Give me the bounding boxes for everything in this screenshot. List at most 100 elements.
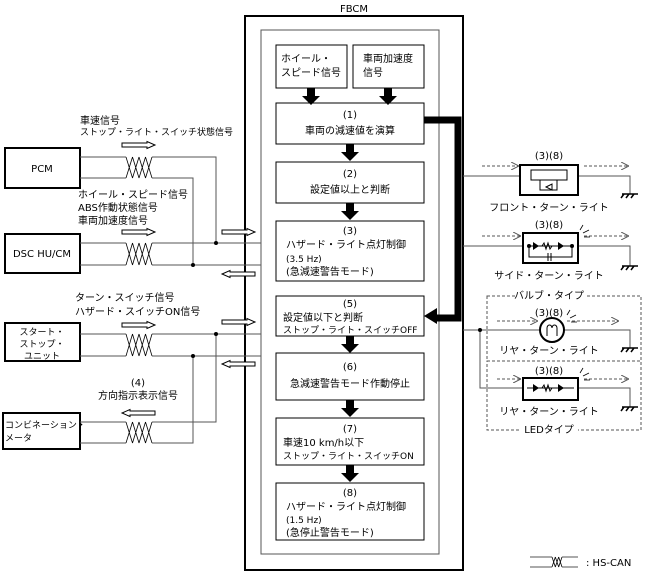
- svg-text:(急減速警告モード): (急減速警告モード): [286, 265, 374, 278]
- svg-text:リヤ・ターン・ライト: リヤ・ターン・ライト: [499, 406, 599, 418]
- signal-label: ABS作動状態信号: [78, 201, 158, 214]
- svg-text:サイド・ターン・ライト: サイド・ターン・ライト: [494, 270, 604, 282]
- svg-text:(3)(8): (3)(8): [535, 151, 563, 162]
- arrow-right-icon: [121, 320, 157, 330]
- svg-text:(1.5 Hz): (1.5 Hz): [286, 516, 322, 526]
- signal-flow-dashed-arrows: [482, 166, 628, 379]
- arrow-head: [424, 308, 437, 324]
- svg-text:ハザード・ライト点灯制御: ハザード・ライト点灯制御: [286, 238, 406, 251]
- step-1: (1) 車両の減速値を演算: [275, 102, 425, 145]
- svg-text:PCM: PCM: [31, 164, 53, 175]
- svg-text:スピード信号: スピード信号: [281, 67, 341, 79]
- svg-text:(6): (6): [343, 362, 357, 373]
- step-7: (7) 車速10 km/h以下 ストップ・ライト・スイッチON: [275, 417, 425, 466]
- svg-text:コンビネーション・: コンビネーション・: [5, 420, 86, 431]
- front-turn-light: (3)(8) フロント・ターン・ライト: [463, 151, 631, 214]
- light-glow-icon: [579, 367, 590, 381]
- dsc-module: DSC HU/CM: [4, 233, 81, 274]
- flow-arrow: [341, 400, 359, 417]
- rear-turn-light-bulb: バルブ・タイプ (3)(8) リヤ・ターン・ライト: [463, 289, 631, 357]
- svg-text:メータ: メータ: [5, 433, 32, 444]
- flow-arrow: [379, 88, 397, 105]
- arrow-right-icon: [221, 227, 257, 237]
- step-3: (3) ハザード・ライト点灯制御 (3.5 Hz) (急減速警告モード): [275, 220, 425, 282]
- step1-to-step5-connector: [424, 116, 462, 322]
- ground-icon: [620, 265, 638, 271]
- flow-arrow: [341, 144, 359, 161]
- svg-text:DSC HU/CM: DSC HU/CM: [13, 249, 71, 260]
- ground-icons: [620, 193, 638, 412]
- svg-text:急減速警告モード作動停止: 急減速警告モード作動停止: [290, 377, 410, 390]
- svg-text:設定値以上と判断: 設定値以上と判断: [310, 183, 390, 196]
- svg-text:フロント・ターン・ライト: フロント・ターン・ライト: [489, 202, 609, 214]
- svg-text:設定値以下と判断: 設定値以下と判断: [283, 311, 363, 324]
- svg-text:スタート・: スタート・: [19, 327, 64, 338]
- signal-label: ハザード・スイッチON信号: [75, 306, 200, 318]
- signal-label: 車速信号: [80, 114, 120, 127]
- svg-text:ストップ・: ストップ・: [19, 339, 64, 350]
- svg-text:ストップ・ライト・スイッチON: ストップ・ライト・スイッチON: [283, 451, 414, 462]
- svg-text:車両加速度: 車両加速度: [363, 52, 413, 65]
- svg-text:: HS-CAN: : HS-CAN: [586, 558, 631, 569]
- hs-can-twisted-pairs: [125, 156, 153, 444]
- step-5: (5) 設定値以下と判断 ストップ・ライト・スイッチOFF: [275, 295, 425, 337]
- svg-text:(3.5 Hz): (3.5 Hz): [286, 255, 322, 265]
- ground-icon: [620, 193, 638, 199]
- svg-text:(3)(8): (3)(8): [535, 308, 563, 319]
- step-6: (6) 急減速警告モード作動停止: [275, 352, 425, 401]
- ground-icon: [620, 406, 638, 412]
- arrow-right-icon: [121, 140, 157, 150]
- start-stop-unit: スタート・ ストップ・ ユニット: [4, 322, 81, 362]
- arrow-right-icon: [221, 317, 257, 327]
- ground-icon: [620, 347, 638, 353]
- svg-text:リヤ・ターン・ライト: リヤ・ターン・ライト: [499, 345, 599, 357]
- flow-arrow: [341, 336, 359, 353]
- twisted-pair-icon: [125, 333, 153, 357]
- input-vehicle-accel: 車両加速度 信号: [352, 44, 425, 89]
- flow-arrows: [302, 88, 397, 482]
- svg-text:LEDタイプ: LEDタイプ: [524, 424, 574, 436]
- twisted-pair-icon: [125, 421, 153, 444]
- svg-text:(5): (5): [343, 299, 357, 310]
- input-wheel-speed: ホイール・ スピード信号: [275, 44, 348, 89]
- twisted-pair-icon: [551, 556, 563, 568]
- svg-text:(急停止警告モード): (急停止警告モード): [286, 526, 374, 539]
- signal-label: (4): [131, 378, 145, 389]
- svg-text:(1): (1): [343, 110, 357, 121]
- arrow-right-icon: [121, 227, 157, 237]
- signal-label: ホイール・スピード信号: [78, 189, 188, 201]
- rear-turn-light-led: (3)(8) リヤ・ターン・ライト LEDタイプ: [478, 328, 631, 436]
- twisted-pair-icon: [125, 242, 153, 266]
- light-glow-icon: [579, 224, 590, 238]
- flow-arrow: [341, 465, 359, 482]
- svg-text:(2): (2): [343, 169, 357, 180]
- flow-arrow: [302, 88, 320, 105]
- svg-text:(3)(8): (3)(8): [535, 220, 563, 231]
- flow-arrow: [341, 203, 359, 220]
- svg-text:ユニット: ユニット: [24, 352, 60, 362]
- signal-label: ターン・スイッチ信号: [75, 292, 175, 304]
- svg-text:信号: 信号: [363, 67, 383, 79]
- arrow-left-icon: [120, 408, 156, 418]
- svg-text:車両の減速値を演算: 車両の減速値を演算: [305, 124, 395, 137]
- svg-text:バルブ・タイプ: バルブ・タイプ: [514, 289, 584, 302]
- fbcm-title: FBCM: [340, 4, 368, 15]
- svg-text:車速10 km/h以下: 車速10 km/h以下: [283, 436, 364, 449]
- signal-label: ストップ・ライト・スイッチ状態信号: [80, 126, 233, 138]
- svg-text:(3)(8): (3)(8): [535, 366, 563, 377]
- arrow-left-icon: [220, 269, 256, 279]
- legend-hs-can: : HS-CAN: [530, 556, 631, 569]
- svg-text:ホイール・: ホイール・: [281, 53, 331, 65]
- step-8: (8) ハザード・ライト点灯制御 (1.5 Hz) (急停止警告モード): [275, 482, 425, 541]
- svg-text:(7): (7): [343, 424, 357, 435]
- can-wiring: [80, 156, 261, 444]
- step-2: (2) 設定値以上と判断: [275, 161, 425, 204]
- combination-meter: コンビネーション・ メータ: [2, 412, 86, 450]
- svg-text:(3): (3): [343, 226, 357, 237]
- signal-direction-arrows: [120, 140, 257, 418]
- side-turn-light: (3)(8) サイド・ターン・ライト: [463, 220, 631, 282]
- svg-text:ストップ・ライト・スイッチOFF: ストップ・ライト・スイッチOFF: [283, 325, 417, 336]
- light-glow-icon: [566, 309, 577, 323]
- svg-text:(8): (8): [343, 488, 357, 499]
- svg-text:ハザード・ライト点灯制御: ハザード・ライト点灯制御: [286, 500, 406, 513]
